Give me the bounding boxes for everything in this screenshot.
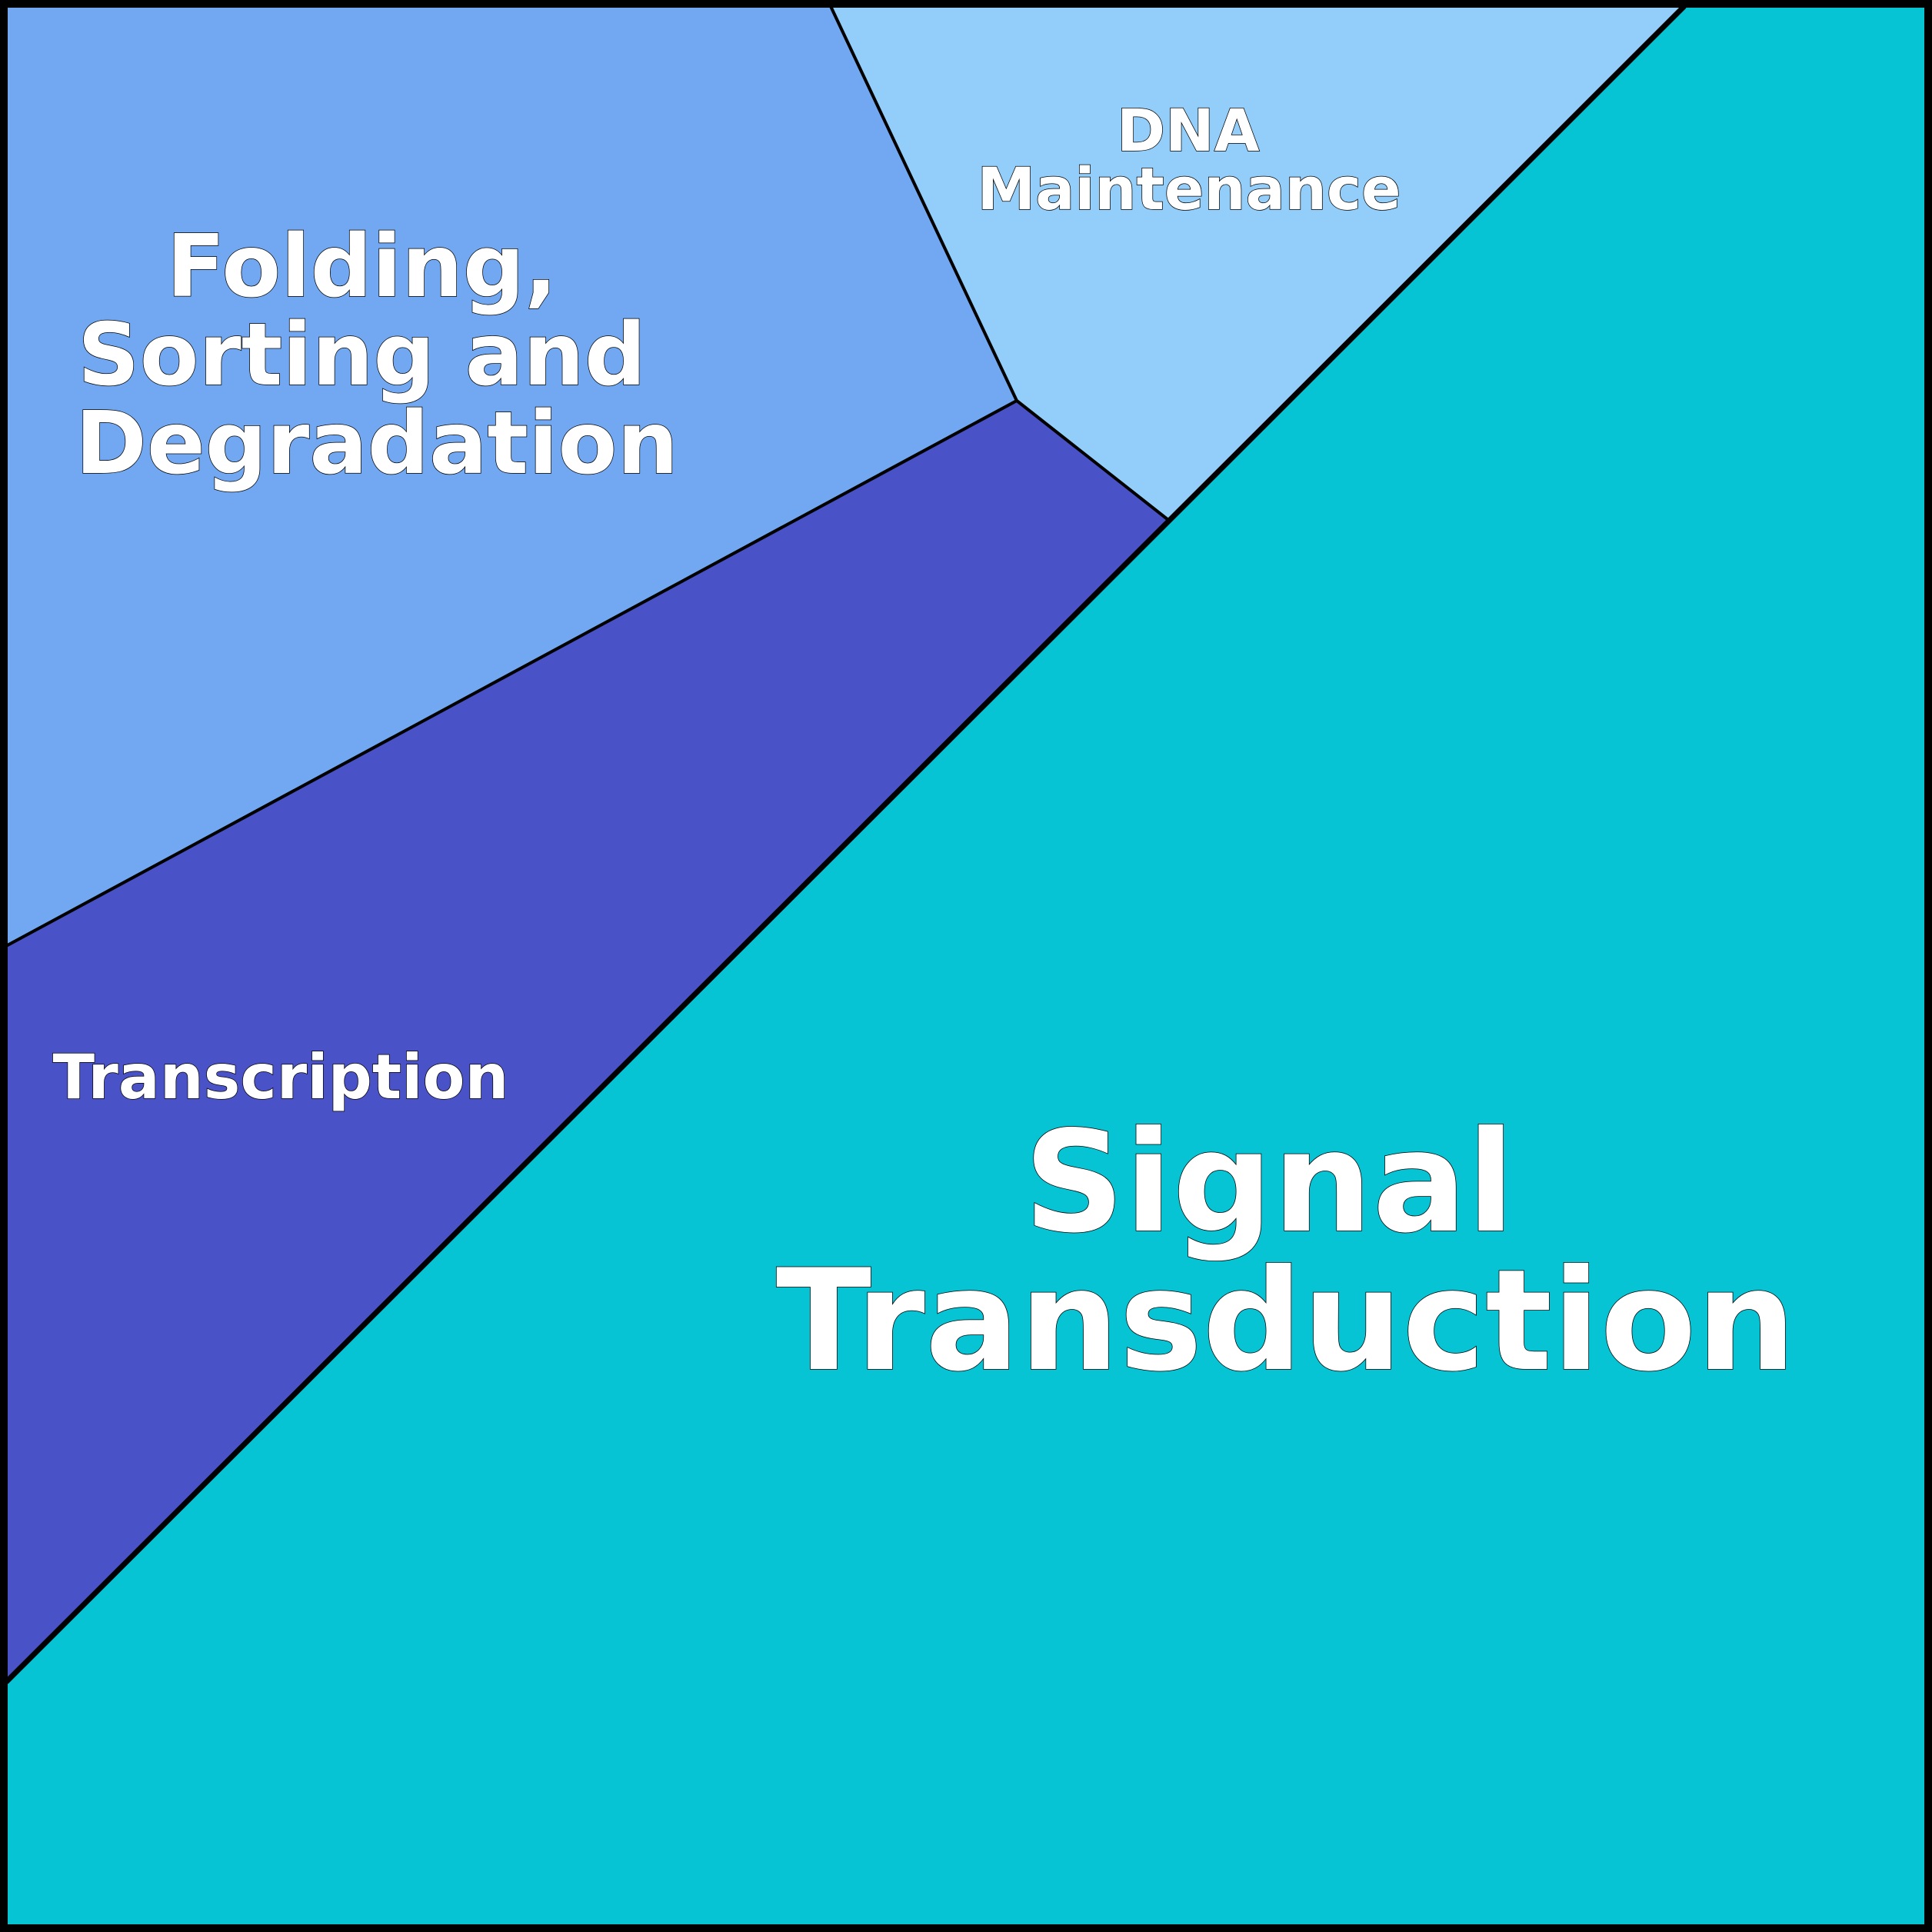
label-signal: Signal Transduction [776,1101,1796,1402]
label-transcription: Transcription [53,1041,509,1113]
major-divider [4,4,1687,1684]
label-folding: Folding, Sorting and Degradation [75,217,678,494]
label-dna: DNA Maintenance [977,96,1401,223]
